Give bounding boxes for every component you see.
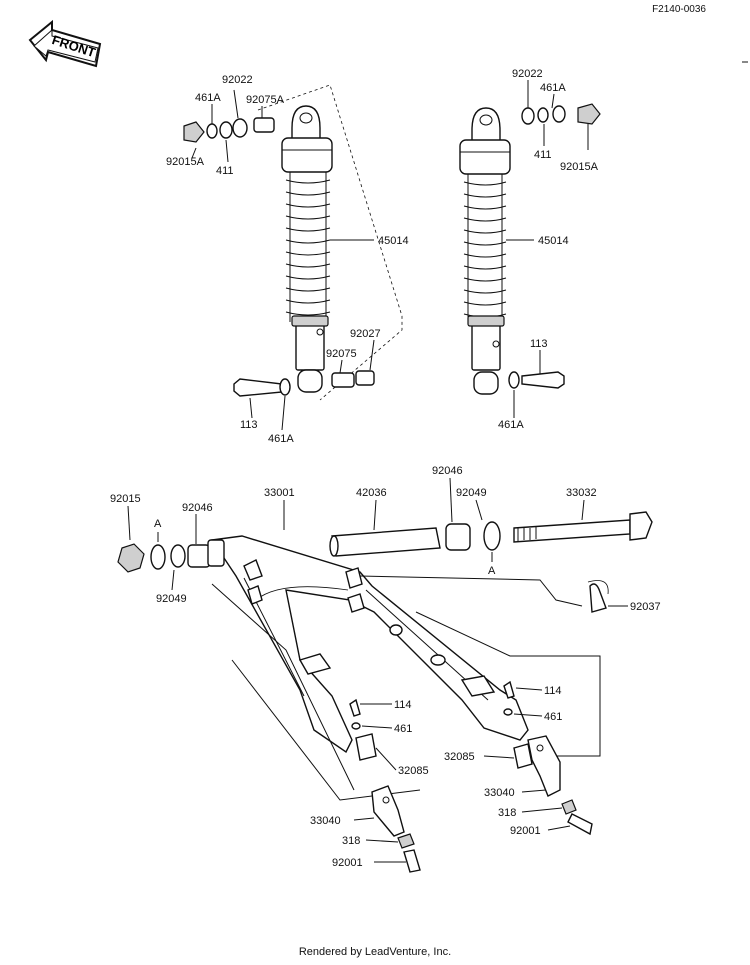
left-shock-absorber xyxy=(183,84,403,431)
label-32085-right: 32085 xyxy=(444,751,475,763)
label-461a-left-bottom: 461A xyxy=(268,433,294,445)
label-33040-left: 33040 xyxy=(310,815,341,827)
label-33040-right: 33040 xyxy=(484,787,515,799)
label-92046-right: 92046 xyxy=(432,465,463,477)
label-33032: 33032 xyxy=(566,487,597,499)
label-92075: 92075 xyxy=(326,348,357,360)
label-114-left: 114 xyxy=(394,699,412,711)
part-number-labels: 92022 461A 92075A 92015A 411 45014 92027… xyxy=(110,68,661,869)
label-a-left: A xyxy=(154,518,162,530)
label-92027: 92027 xyxy=(350,328,381,340)
label-113-right: 113 xyxy=(530,338,548,350)
label-92001-left: 92001 xyxy=(332,857,363,869)
label-92046-left: 92046 xyxy=(182,502,213,514)
label-a-right: A xyxy=(488,565,496,577)
label-92037: 92037 xyxy=(630,601,661,613)
label-318-left: 318 xyxy=(342,835,360,847)
label-92015a-left: 92015A xyxy=(166,156,205,168)
label-92022-left: 92022 xyxy=(222,74,253,86)
label-113-left: 113 xyxy=(240,419,258,431)
label-92022-right: 92022 xyxy=(512,68,543,80)
label-92049-right: 92049 xyxy=(456,487,487,499)
label-461-left: 461 xyxy=(394,723,412,735)
document-code: F2140-0036 xyxy=(652,4,706,15)
label-45014-right: 45014 xyxy=(538,235,569,247)
label-411-left: 411 xyxy=(216,165,234,177)
label-411-right: 411 xyxy=(534,149,552,161)
label-461a-right-bottom: 461A xyxy=(498,419,524,431)
label-92015a-right: 92015A xyxy=(560,161,599,173)
label-45014-left: 45014 xyxy=(378,235,409,247)
label-32085-left: 32085 xyxy=(398,765,429,777)
label-42036: 42036 xyxy=(356,487,387,499)
label-92049-left: 92049 xyxy=(156,593,187,605)
label-114-right: 114 xyxy=(544,685,562,697)
label-33001: 33001 xyxy=(264,487,295,499)
label-461a-left-top: 461A xyxy=(195,92,221,104)
label-461a-right-top: 461A xyxy=(540,82,566,94)
right-shock-absorber xyxy=(459,80,601,418)
label-92001-right: 92001 xyxy=(510,825,541,837)
label-461-right: 461 xyxy=(544,711,562,723)
front-direction-arrow: FRONT xyxy=(28,19,102,68)
swingarm-assembly xyxy=(117,477,653,873)
label-318-right: 318 xyxy=(498,807,516,819)
footer-credit: Rendered by LeadVenture, Inc. xyxy=(298,946,452,958)
label-92075a: 92075A xyxy=(246,94,285,106)
label-92015: 92015 xyxy=(110,493,141,505)
